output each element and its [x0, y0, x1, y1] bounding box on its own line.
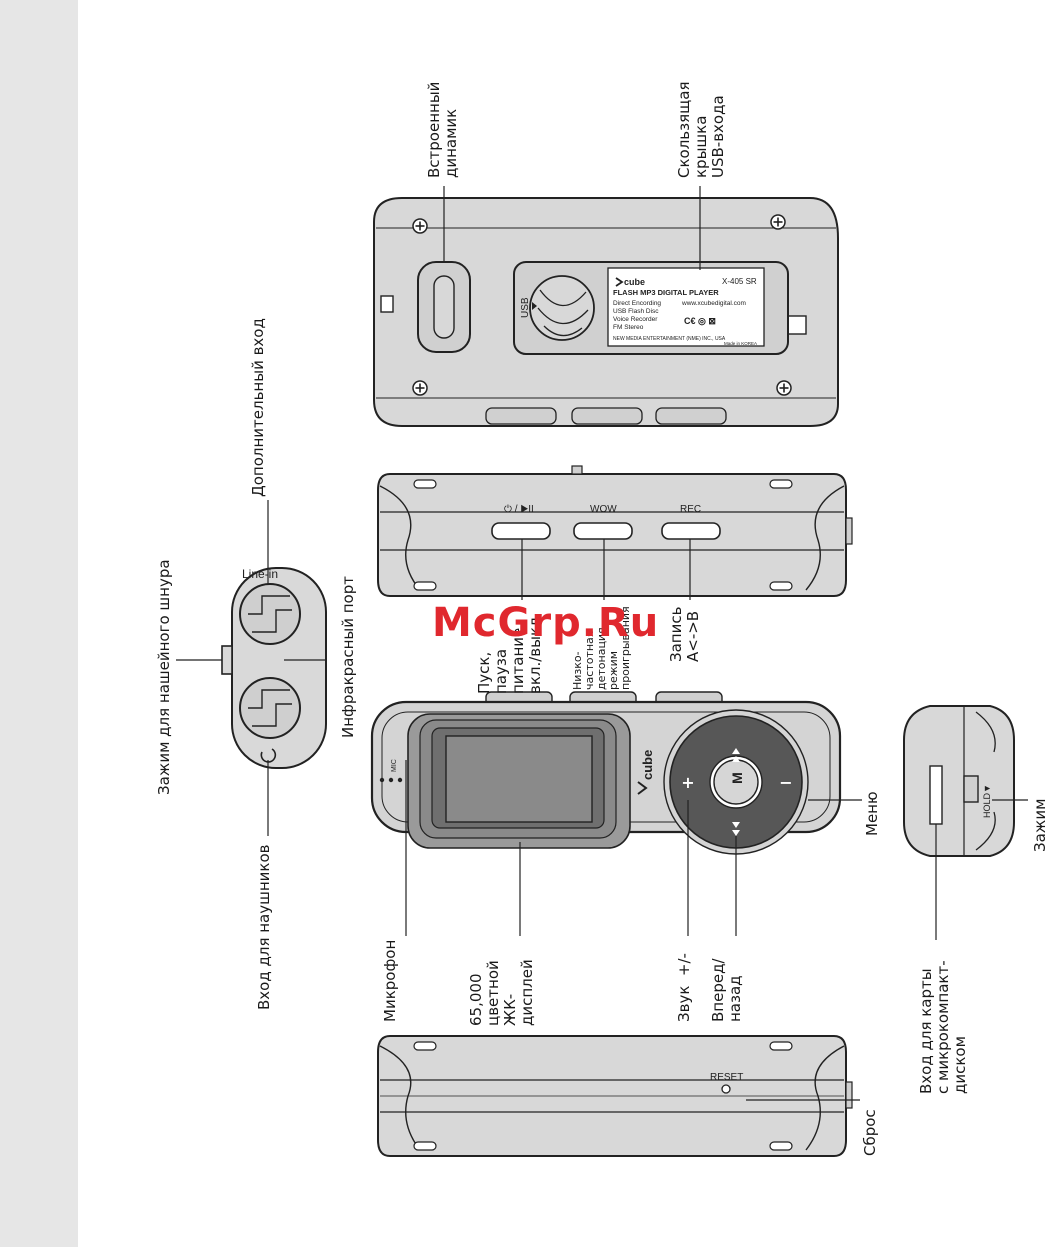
label-neck-clip: Зажим для нашейного шнура: [155, 559, 173, 795]
power-play-button[interactable]: [491, 522, 551, 540]
label-card-slot: Вход для карты с микрокомпакт- диском: [917, 960, 969, 1094]
svg-text:www.xcubedigital.com: www.xcubedigital.com: [681, 300, 746, 307]
svg-text:X-405 SR: X-405 SR: [722, 277, 757, 286]
label-clip: Зажим: [1031, 798, 1049, 852]
label-display: 65,000 цветной ЖК- дисплей: [467, 959, 536, 1026]
top-edge-view: ⏻ / ▶II WOW REC: [377, 465, 853, 600]
svg-text:NEW MEDIA ENTERTAINMENT (NME): NEW MEDIA ENTERTAINMENT (NME) INC., USA: [613, 336, 726, 342]
page-margin-strip: [0, 0, 78, 1247]
usb-text: USB: [520, 297, 531, 318]
front-view: MIC cube M + −: [370, 691, 862, 936]
hold-switch[interactable]: [963, 775, 979, 803]
back-view: USB cube X-405 SR FLASH MP3 DIGITAL PLAY…: [373, 186, 839, 427]
lanyard-clip: [221, 645, 233, 675]
svg-text:USB Flash Disc: USB Flash Disc: [613, 308, 659, 315]
bottom-edge-view: RESET: [377, 1035, 860, 1157]
play-power-text: ⏻ / ▶II: [504, 504, 534, 515]
rec-text: REC: [680, 504, 701, 515]
line-in-jack: [239, 583, 301, 645]
svg-text:FM Stereo: FM Stereo: [613, 324, 644, 331]
volume-minus-icon[interactable]: −: [779, 773, 792, 792]
label-menu: Меню: [863, 791, 881, 836]
volume-plus-icon[interactable]: +: [681, 773, 694, 792]
rec-button[interactable]: [661, 522, 721, 540]
product-sticker: [607, 267, 765, 347]
mic-text: MIC: [391, 759, 398, 772]
label-record: Запись A<->B: [667, 606, 702, 662]
hold-text: HOLD▼: [982, 784, 992, 818]
svg-text:C€ ◎ ⊠: C€ ◎ ⊠: [684, 316, 716, 326]
svg-text:Made in KOREA: Made in KOREA: [724, 341, 757, 346]
label-speaker: Встроенный динамик: [425, 81, 460, 178]
wow-text: WOW: [590, 504, 617, 515]
wow-button[interactable]: [573, 522, 633, 540]
microsd-slot[interactable]: [929, 765, 943, 825]
line-in-text: Line-in: [242, 567, 278, 581]
top-view-jacks: Line-in: [176, 500, 327, 836]
reset-hole[interactable]: [721, 1084, 731, 1094]
headphone-icon: [260, 748, 277, 763]
forward-icon[interactable]: [732, 748, 740, 762]
label-volume: Звук +/-: [675, 953, 693, 1022]
svg-text:FLASH MP3 DIGITAL PLAYER: FLASH MP3 DIGITAL PLAYER: [613, 288, 719, 297]
watermark-text: McGrp.Ru: [432, 600, 660, 646]
label-headphone-jack: Вход для наушников: [255, 844, 273, 1010]
brand-logo: cube: [640, 750, 655, 780]
back-icon[interactable]: [732, 822, 740, 836]
label-line-in: Дополнительный вход: [249, 318, 267, 497]
label-usb-cover: Скользящая крышка USB-входа: [675, 81, 727, 178]
label-reset: Сброс: [861, 1109, 879, 1156]
svg-text:Direct Encording: Direct Encording: [613, 300, 661, 307]
svg-text:cube: cube: [624, 277, 645, 287]
m-text: M: [729, 772, 745, 784]
headphone-jack: [239, 677, 301, 739]
side-view: HOLD▼: [903, 705, 1028, 940]
lcd-screen: [445, 735, 593, 823]
label-microphone: Микрофон: [381, 939, 399, 1022]
reset-text: RESET: [710, 1072, 743, 1083]
label-forward-back: Вперед/ назад: [709, 958, 744, 1022]
svg-text:Voice Recorder: Voice Recorder: [613, 316, 658, 323]
label-ir-port: Инфракрасный порт: [339, 576, 357, 738]
